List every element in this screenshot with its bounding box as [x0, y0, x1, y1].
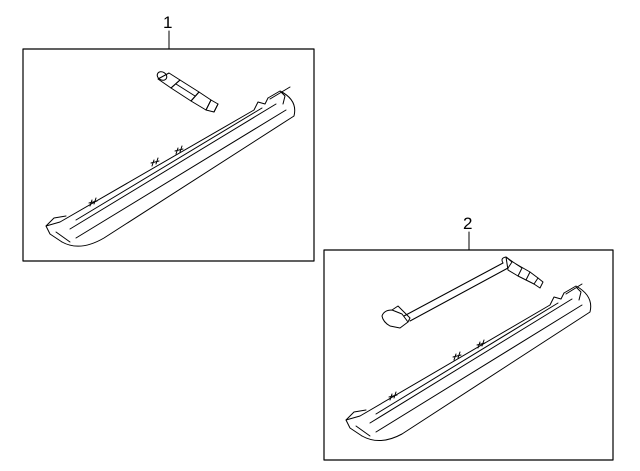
part-callout-2[interactable]: 2 — [463, 214, 473, 233]
part-2-frame — [323, 249, 614, 461]
part-1-frame — [22, 48, 315, 262]
part-1-bulb-socket — [156, 71, 219, 113]
part-callout-1[interactable]: 1 — [163, 13, 173, 32]
part-2-lamp-housing — [345, 283, 592, 441]
part-2-harness-bulb — [381, 256, 544, 329]
part-1-panel — [22, 30, 315, 262]
part-2-panel — [323, 231, 614, 461]
part-1-lamp-housing — [45, 86, 296, 247]
